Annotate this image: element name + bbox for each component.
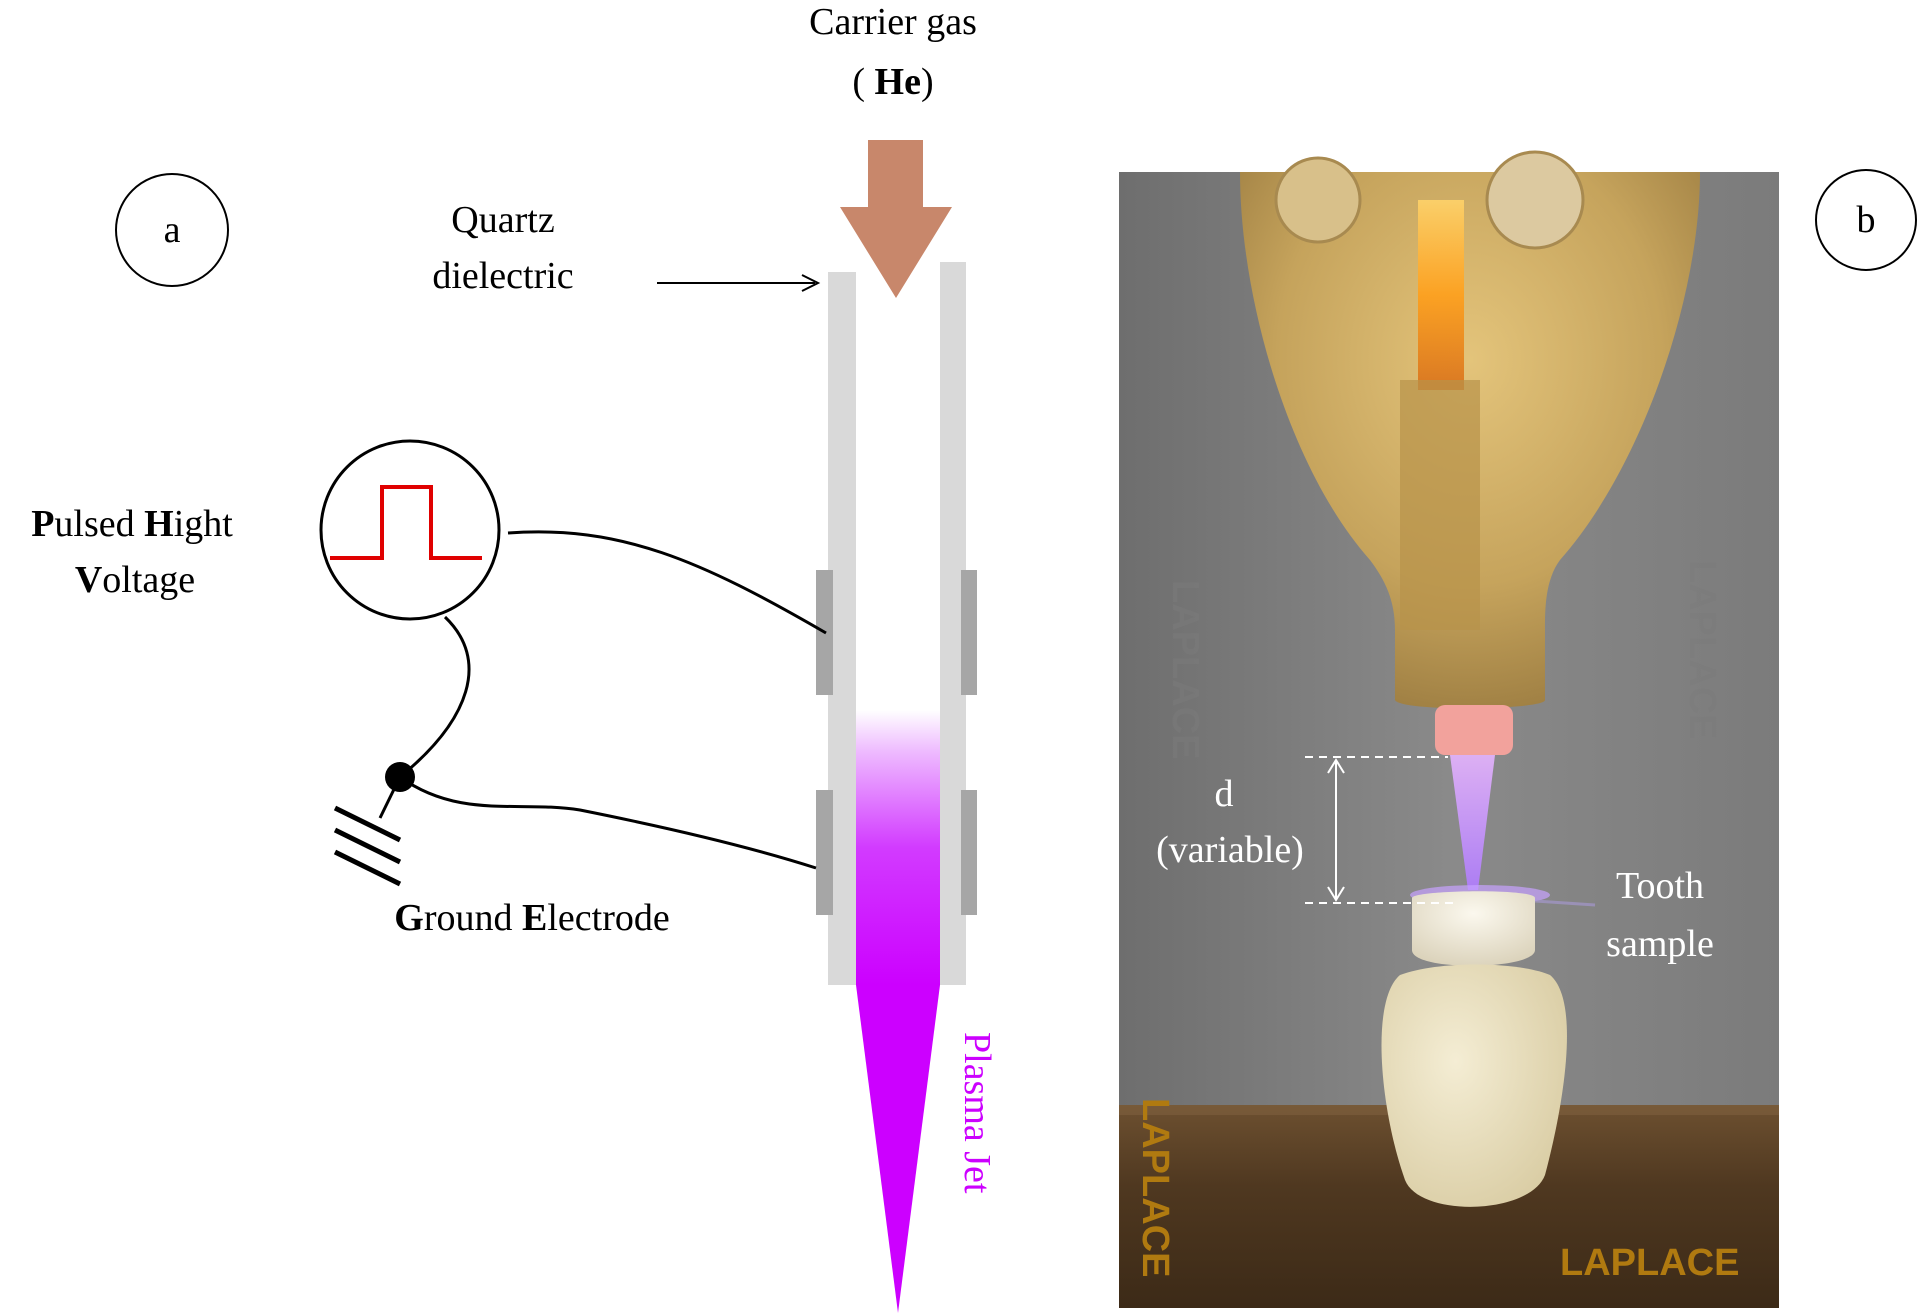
ground-electrode-left [816, 790, 833, 915]
quartz-label: Quartz [451, 199, 554, 241]
carrier-gas-formula: ( He) [852, 61, 933, 103]
d-double-arrow [1327, 758, 1345, 902]
ground-electrode-label: Ground Electrode [394, 897, 669, 939]
device-inner-glow [1418, 200, 1464, 390]
pulse-generator-symbol [319, 439, 501, 621]
sample-label: sample [1606, 923, 1714, 965]
generator-ground-wire [399, 615, 471, 779]
variable-label: (variable) [1156, 829, 1304, 871]
dielectric-label: dielectric [432, 255, 573, 297]
tooth-sample [1412, 891, 1535, 966]
panel-b-label: b [1815, 169, 1917, 271]
hv-electrode-right [961, 570, 977, 695]
device-screw-left [1274, 156, 1362, 244]
plasma-jet-cone [856, 985, 940, 1313]
pulse-waveform [330, 485, 482, 560]
d-label: d [1215, 773, 1234, 815]
panel-a: a Carrier gas ( He) Quartz dielectric [31, 1, 998, 1313]
tooth-mold [1381, 964, 1567, 1207]
pulsed-hv-label-line2: Voltage [75, 559, 195, 601]
watermark-top-right: LAPLACE [1681, 560, 1723, 739]
panel-a-letter: a [164, 209, 181, 251]
carrier-gas-label: Carrier gas [809, 1, 977, 43]
ground-stem [378, 776, 402, 819]
watermark-bottom-right: LAPLACE [1560, 1242, 1739, 1284]
tooth-label: Tooth [1616, 865, 1704, 907]
ground-symbol [333, 805, 402, 887]
panel-b: b [1119, 150, 1917, 1308]
photo-plasma-jet [1450, 755, 1495, 890]
device-screw-right [1485, 150, 1585, 250]
watermark-top-left: LAPLACE [1164, 580, 1206, 759]
plasma-jet-label: Plasma Jet [956, 1032, 998, 1194]
panel-a-label: a [115, 173, 229, 287]
panel-b-letter: b [1857, 199, 1876, 241]
watermark-bottom-left: LAPLACE [1134, 1098, 1176, 1277]
nozzle [1435, 705, 1513, 755]
plasma-jet-photo: d (variable) Tooth sample LAPLACE LAPLAC… [1119, 150, 1779, 1308]
ground-electrode-wire [399, 775, 817, 870]
hv-wire [507, 530, 827, 635]
plasma-in-tube [856, 710, 940, 985]
quartz-pointer-arrow [657, 274, 821, 292]
ground-electrode-right [961, 790, 977, 915]
gas-flow-arrow [840, 140, 952, 298]
pulsed-hv-label-line1: Pulsed Hight [31, 503, 233, 545]
